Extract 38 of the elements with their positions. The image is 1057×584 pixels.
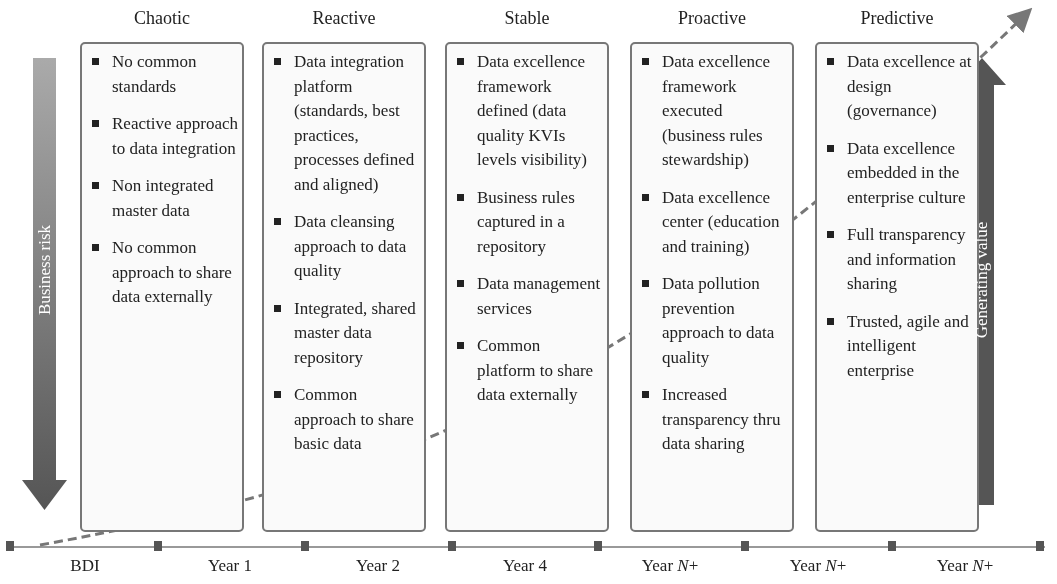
bullet-item: Data excellence at design (governance) (825, 50, 973, 124)
bullet-item: Increased transparency thru data sharing (640, 383, 788, 457)
timeline-label: Year N+ (788, 556, 848, 576)
bullet-item: No common standards (90, 50, 238, 99)
bullet-item: Data excellence framework defined (data quality KVIs levels visibility) (455, 50, 603, 173)
bullet-item: Reactive approach to data integration (90, 112, 238, 161)
arrow-label: Business risk (34, 224, 55, 316)
bullet-item: Common platform to share data externally (455, 334, 603, 408)
stage-heading: Stable (503, 8, 551, 29)
bullet-item: Data management services (455, 272, 603, 321)
bullet-item: Non integrated master data (90, 174, 238, 223)
bullet-item: Data cleansing approach to data quality (272, 210, 420, 284)
bullet-item: Common approach to share basic data (272, 383, 420, 457)
bullet-item: Integrated, shared master data repository (272, 296, 420, 370)
bullet-item: Data pollution prevention approach to data quality (640, 272, 788, 370)
bullet-item: Full transparency and information sharing (825, 223, 973, 297)
stage-heading: Proactive (677, 8, 747, 29)
bullet-item: Data excellence center (education and training) (640, 185, 788, 259)
bullet-item: Data integration platform (standards, best practices, processes defined and aligned) (272, 50, 420, 197)
timeline-label: Year 2 (354, 556, 402, 576)
stage-heading: Reactive (311, 8, 377, 29)
timeline-label: Year N+ (640, 556, 700, 576)
stage-heading: Chaotic (133, 8, 191, 29)
stage-box (445, 42, 609, 532)
bullet-item: Trusted, agile and intelligent enterprise (825, 309, 973, 383)
bullet-item: No common approach to share data externally (90, 236, 238, 310)
stage-box (262, 42, 426, 532)
timeline-label: Year N+ (935, 556, 995, 576)
timeline-label: Year 1 (206, 556, 254, 576)
bullet-item: Business rules captured in a repository (455, 185, 603, 259)
arrow-label: Generating value (971, 221, 992, 339)
bullet-item: Data excellence framework executed (business rules stewardship) (640, 50, 788, 173)
bullet-item: Data excellence embedded in the enterprise culture (825, 136, 973, 210)
stage-box (80, 42, 244, 532)
stage-box (630, 42, 794, 532)
stage-heading: Predictive (859, 8, 935, 29)
timeline-label: BDI (69, 556, 101, 576)
timeline-label: Year 4 (501, 556, 549, 576)
